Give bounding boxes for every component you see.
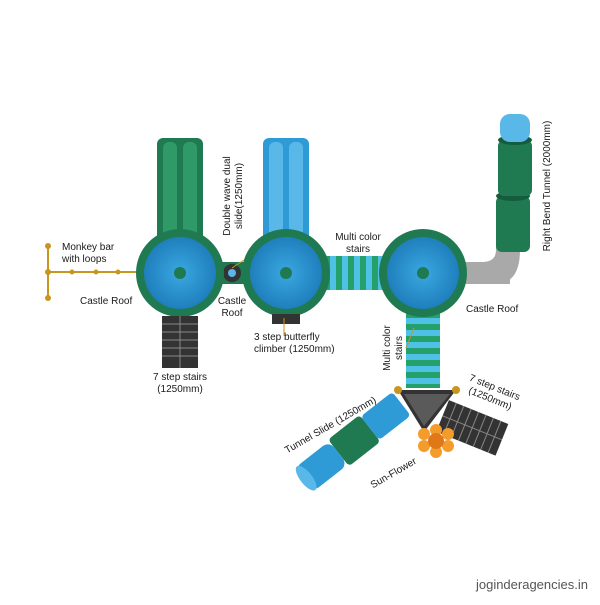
deck-left [136,229,224,317]
leader-lines [231,259,415,349]
sun-flower [418,424,454,458]
label-castle-roof-middle: Castle Roof [217,296,247,319]
triangle-platform [394,386,460,432]
label-right-bend-tunnel: Right Bend Tunnel (2000mm) [542,120,553,252]
multi-color-stairs-vertical [406,312,440,388]
label-double-wave-slide: Double wave dual slide(1250mm) [222,156,245,236]
deck-right [379,229,467,317]
tunnel-slide [295,393,410,491]
double-wave-slide-blue [263,138,309,244]
seven-step-stairs-right [436,400,509,456]
monkey-bar [45,243,138,301]
label-castle-roof-right: Castle Roof [466,304,519,315]
label-butterfly-climber: 3 step butterfly climber (1250mm) [254,332,335,355]
label-castle-roof-left: Castle Roof [80,296,133,307]
label-multi-color-stairs-top: Multi color stairs [335,232,381,255]
label-seven-step-stairs-left: 7 step stairs (1250mm) [153,372,207,395]
double-wave-slide-green [157,138,203,244]
label-monkey-bar: Monkey bar with loops [62,242,115,265]
seven-step-stairs-left [162,316,198,368]
butterfly-climber [272,314,300,324]
watermark: joginderagencies.in [475,577,588,592]
label-multi-color-stairs-vertical: Multi color stairs [382,325,405,371]
deck-middle [242,229,330,317]
